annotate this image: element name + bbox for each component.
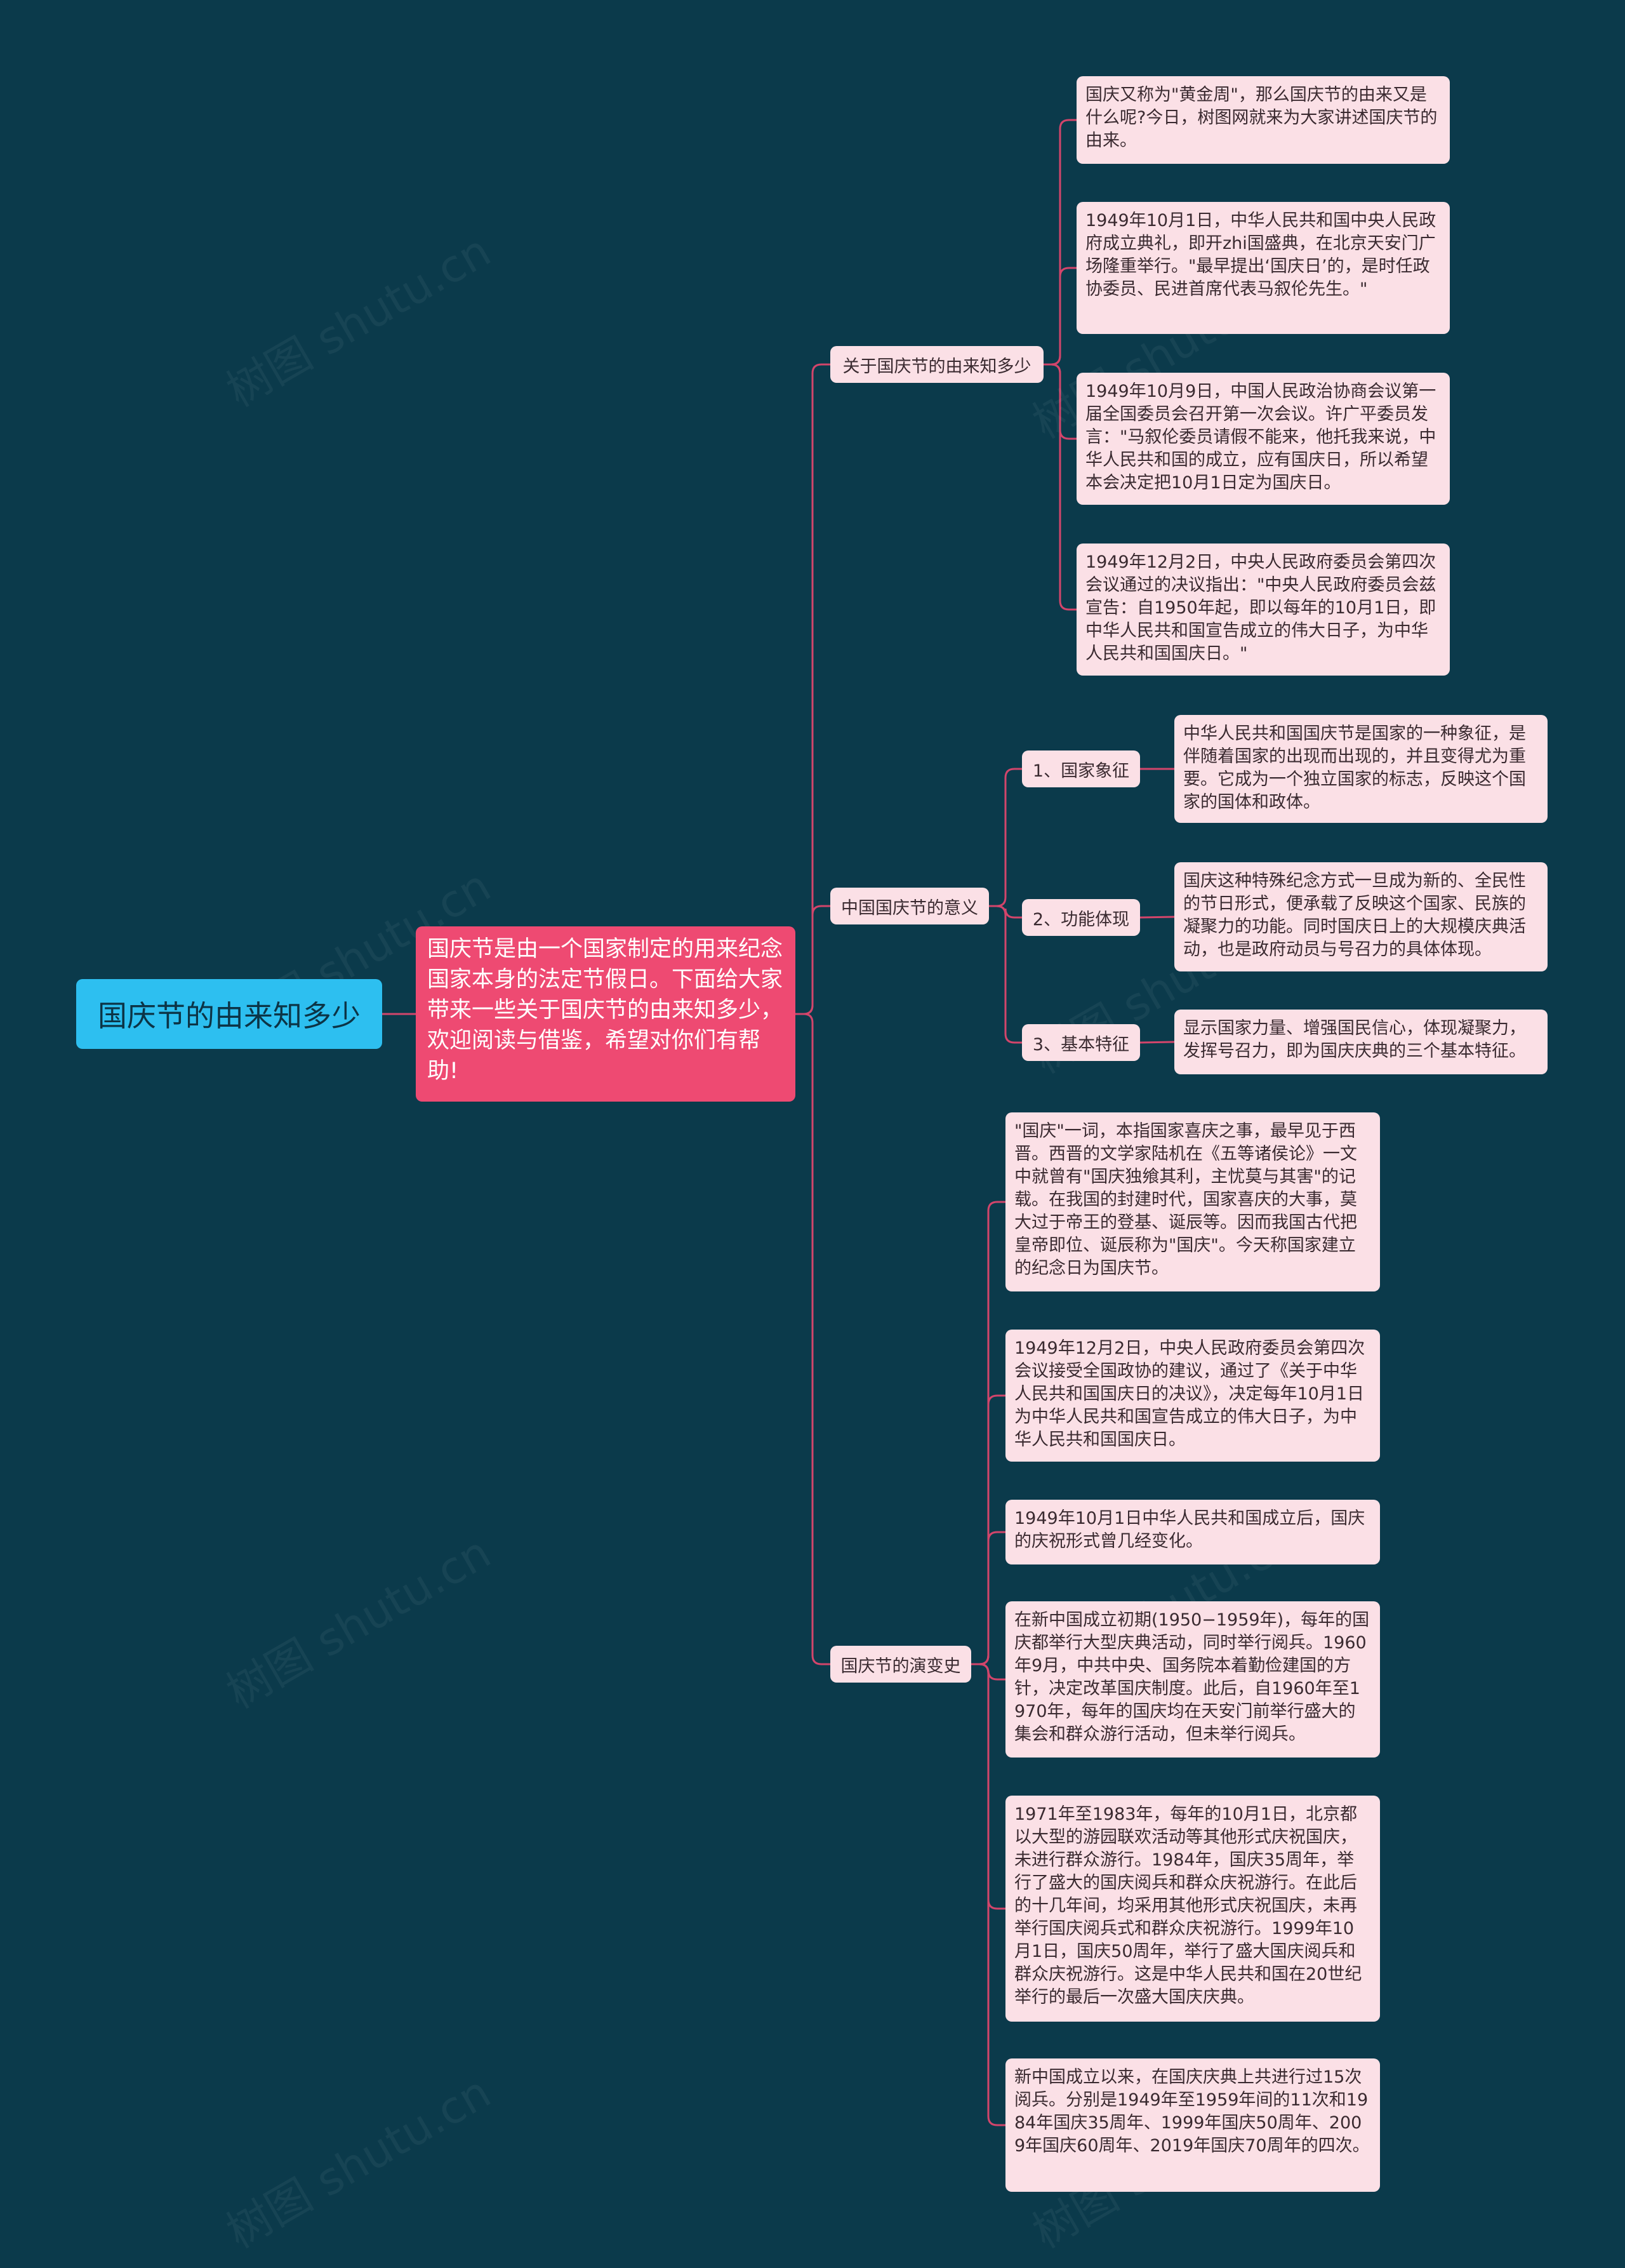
link-history-4 xyxy=(971,1663,1005,1681)
history-leaf-5-text: 1971年至1983年，每年的10月1日，北京都以大型的游园联欢活动等其他形式庆… xyxy=(1014,1804,1362,2007)
link-meaning-sub-1 xyxy=(989,768,1022,907)
meaning-sub-2-label: 2、功能体现 xyxy=(1032,909,1130,930)
history-leaf-4-text: 在新中国成立初期(1950−1959年)，每年的国庆都举行大型庆典活动，同时举行… xyxy=(1014,1610,1370,1744)
meaning-leaf-3-text: 显示国家力量、增强国民信心，体现凝聚力，发挥号召力，即为国庆庆典的三个基本特征。 xyxy=(1183,1018,1526,1061)
link-origin-1 xyxy=(1044,119,1077,366)
watermark: 树图 shutu.cn xyxy=(218,2065,500,2258)
meaning-leaf-3[interactable]: 显示国家力量、增强国民信心，体现凝聚力，发挥号召力，即为国庆庆典的三个基本特征。 xyxy=(1174,1010,1548,1074)
origin-leaf-1-text: 国庆又称为"黄金周"，那么国庆节的由来又是什么呢?今日，树图网就来为大家讲述国庆… xyxy=(1085,85,1438,150)
history-leaf-1[interactable]: "国庆"一词，本指国家喜庆之事，最早见于西晋。西晋的文学家陆机在《五等诸侯论》一… xyxy=(1005,1112,1380,1291)
meaning-sub-1[interactable]: 1、国家象征 xyxy=(1022,750,1140,787)
meaning-sub-3-label: 3、基本特征 xyxy=(1032,1034,1130,1055)
origin-leaf-4[interactable]: 1949年12月2日，中央人民政府委员会第四次会议通过的决议指出："中央人民政府… xyxy=(1077,544,1450,676)
meaning-leaf-1[interactable]: 中华人民共和国国庆节是国家的一种象征，是伴随着国家的出现而出现的，并且变得尤为重… xyxy=(1174,715,1548,823)
meaning-leaf-2-text: 国庆这种特殊纪念方式一旦成为新的、全民性的节日形式，便承载了反映这个国家、民族的… xyxy=(1183,871,1526,959)
link-intro-origin xyxy=(795,363,830,1015)
meaning-sub-3[interactable]: 3、基本特征 xyxy=(1022,1024,1140,1061)
origin-leaf-1[interactable]: 国庆又称为"黄金周"，那么国庆节的由来又是什么呢?今日，树图网就来为大家讲述国庆… xyxy=(1077,76,1450,164)
history-leaf-3-text: 1949年10月1日中华人民共和国成立后，国庆的庆祝形式曾几经变化。 xyxy=(1014,1509,1365,1551)
history-leaf-3[interactable]: 1949年10月1日中华人民共和国成立后，国庆的庆祝形式曾几经变化。 xyxy=(1005,1500,1380,1564)
meaning-sub-2[interactable]: 2、功能体现 xyxy=(1022,899,1140,936)
history-leaf-2[interactable]: 1949年12月2日，中央人民政府委员会第四次会议接受全国政协的建议，通过了《关… xyxy=(1005,1330,1380,1462)
link-meaning-sub-3 xyxy=(989,905,1022,1044)
meaning-sub-1-label: 1、国家象征 xyxy=(1032,761,1130,781)
link-history-2 xyxy=(971,1394,1005,1665)
watermark: 树图 shutu.cn xyxy=(218,224,500,417)
branch-origin[interactable]: 关于国庆节的由来知多少 xyxy=(830,346,1044,383)
link-history-5 xyxy=(971,1663,1005,1910)
history-leaf-2-text: 1949年12月2日，中央人民政府委员会第四次会议接受全国政协的建议，通过了《关… xyxy=(1014,1338,1365,1450)
link-origin-3 xyxy=(1044,363,1077,440)
link-history-3 xyxy=(971,1531,1005,1665)
link-history-1 xyxy=(971,1201,1005,1665)
origin-leaf-2-text: 1949年10月1日，中华人民共和国中央人民政府成立典礼，即开zhi国盛典，在北… xyxy=(1085,211,1436,299)
root-label: 国庆节的由来知多少 xyxy=(98,999,361,1033)
branch-meaning-label: 中国国庆节的意义 xyxy=(841,898,978,918)
watermark: 树图 shutu.cn xyxy=(218,1526,500,1719)
link-origin-4 xyxy=(1044,363,1077,611)
meaning-leaf-2[interactable]: 国庆这种特殊纪念方式一旦成为新的、全民性的节日形式，便承载了反映这个国家、民族的… xyxy=(1174,862,1548,971)
link-history-6 xyxy=(971,1663,1005,2126)
origin-leaf-3-text: 1949年10月9日，中国人民政治协商会议第一届全国委员会召开第一次会议。许广平… xyxy=(1085,382,1436,493)
meaning-leaf-1-text: 中华人民共和国国庆节是国家的一种象征，是伴随着国家的出现而出现的，并且变得尤为重… xyxy=(1183,724,1526,812)
history-leaf-4[interactable]: 在新中国成立初期(1950−1959年)，每年的国庆都举行大型庆典活动，同时举行… xyxy=(1005,1601,1380,1758)
history-leaf-5[interactable]: 1971年至1983年，每年的10月1日，北京都以大型的游园联欢活动等其他形式庆… xyxy=(1005,1796,1380,2022)
origin-leaf-3[interactable]: 1949年10月9日，中国人民政治协商会议第一届全国委员会召开第一次会议。许广平… xyxy=(1077,373,1450,505)
branch-meaning[interactable]: 中国国庆节的意义 xyxy=(830,888,989,924)
link-meaning-sub-2 xyxy=(989,905,1022,919)
branch-history[interactable]: 国庆节的演变史 xyxy=(830,1646,971,1683)
link-intro-history xyxy=(795,1013,830,1665)
branch-history-label: 国庆节的演变史 xyxy=(840,1656,961,1676)
link-origin-2 xyxy=(1044,267,1077,366)
origin-leaf-4-text: 1949年12月2日，中央人民政府委员会第四次会议通过的决议指出："中央人民政府… xyxy=(1085,552,1436,664)
link-intro-meaning xyxy=(795,905,830,1015)
origin-leaf-2[interactable]: 1949年10月1日，中华人民共和国中央人民政府成立典礼，即开zhi国盛典，在北… xyxy=(1077,202,1450,334)
history-leaf-1-text: "国庆"一词，本指国家喜庆之事，最早见于西晋。西晋的文学家陆机在《五等诸侯论》一… xyxy=(1014,1121,1357,1278)
intro-node[interactable]: 国庆节是由一个国家制定的用来纪念国家本身的法定节假日。下面给大家带来一些关于国庆… xyxy=(416,926,795,1102)
root-node[interactable]: 国庆节的由来知多少 xyxy=(76,979,382,1049)
history-leaf-6[interactable]: 新中国成立以来，在国庆庆典上共进行过15次阅兵。分别是1949年至1959年间的… xyxy=(1005,2058,1380,2192)
link-meaning-leaf-3 xyxy=(1139,1041,1175,1044)
intro-text: 国庆节是由一个国家制定的用来纪念国家本身的法定节假日。下面给大家带来一些关于国庆… xyxy=(427,937,783,1084)
branch-origin-label: 关于国庆节的由来知多少 xyxy=(842,356,1031,377)
history-leaf-6-text: 新中国成立以来，在国庆庆典上共进行过15次阅兵。分别是1949年至1959年间的… xyxy=(1014,2067,1370,2156)
